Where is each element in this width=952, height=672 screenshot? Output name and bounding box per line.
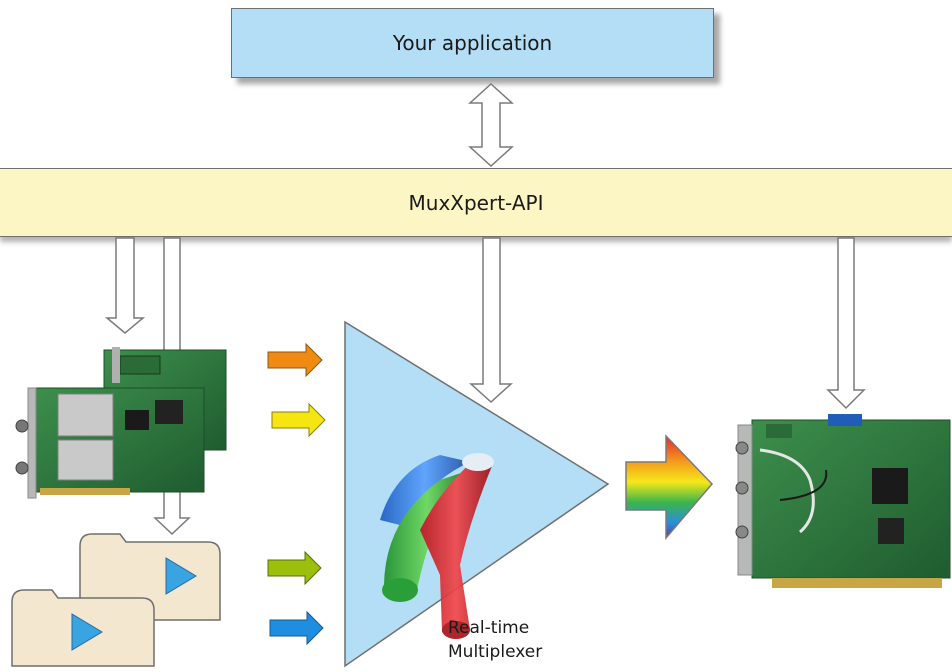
input-arrow-green bbox=[267, 550, 322, 586]
multiplexer-label-line2: Multiplexer bbox=[448, 642, 543, 662]
your-application-label: Your application bbox=[392, 31, 553, 55]
output-rainbow-arrow bbox=[625, 434, 714, 541]
multiplexer-label: Real-time Multiplexer bbox=[448, 616, 542, 664]
app-api-double-arrow bbox=[468, 82, 514, 168]
media-file-icon-front bbox=[11, 589, 155, 667]
api-down-arrow-to-mux bbox=[469, 237, 513, 404]
output-card-image bbox=[735, 414, 951, 588]
muxxpert-api-label: MuxXpert-API bbox=[408, 190, 544, 215]
multiplexer-label-line1: Real-time bbox=[448, 618, 530, 638]
input-arrow-blue bbox=[269, 610, 324, 646]
muxxpert-api-box: MuxXpert-API bbox=[0, 168, 952, 237]
api-down-arrow-1 bbox=[104, 237, 146, 334]
api-down-arrow-to-output-card bbox=[826, 237, 866, 410]
input-arrow-yellow bbox=[271, 402, 326, 438]
input-arrow-orange bbox=[267, 342, 323, 378]
your-application-box: Your application bbox=[231, 8, 714, 78]
receiver-card-image bbox=[15, 347, 227, 499]
multiplexer-logo bbox=[380, 453, 494, 639]
